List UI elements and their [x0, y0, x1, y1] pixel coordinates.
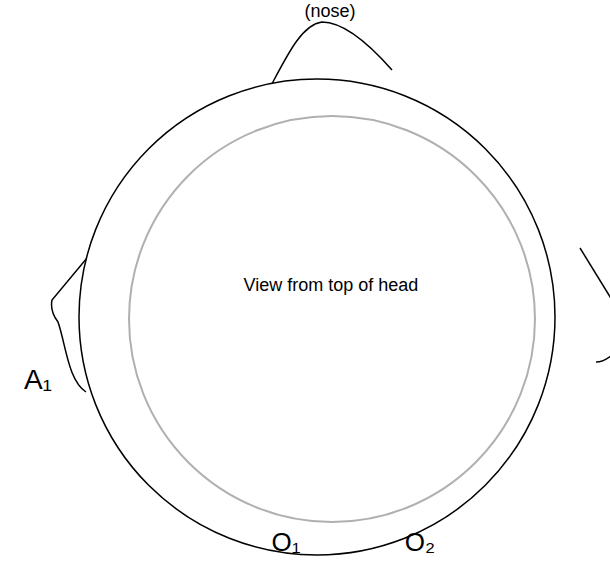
- electrode-label: O₁: [272, 529, 301, 555]
- electrode-label: O₂: [405, 529, 435, 555]
- nose-label: (nose): [304, 2, 355, 20]
- ear-outline: [580, 248, 610, 300]
- caption-text: View from top of head: [244, 276, 419, 294]
- head-circle: [79, 79, 555, 555]
- electrode-ring: [129, 116, 535, 522]
- ear-outline: [596, 355, 610, 362]
- electrode-label: A₁: [24, 366, 52, 394]
